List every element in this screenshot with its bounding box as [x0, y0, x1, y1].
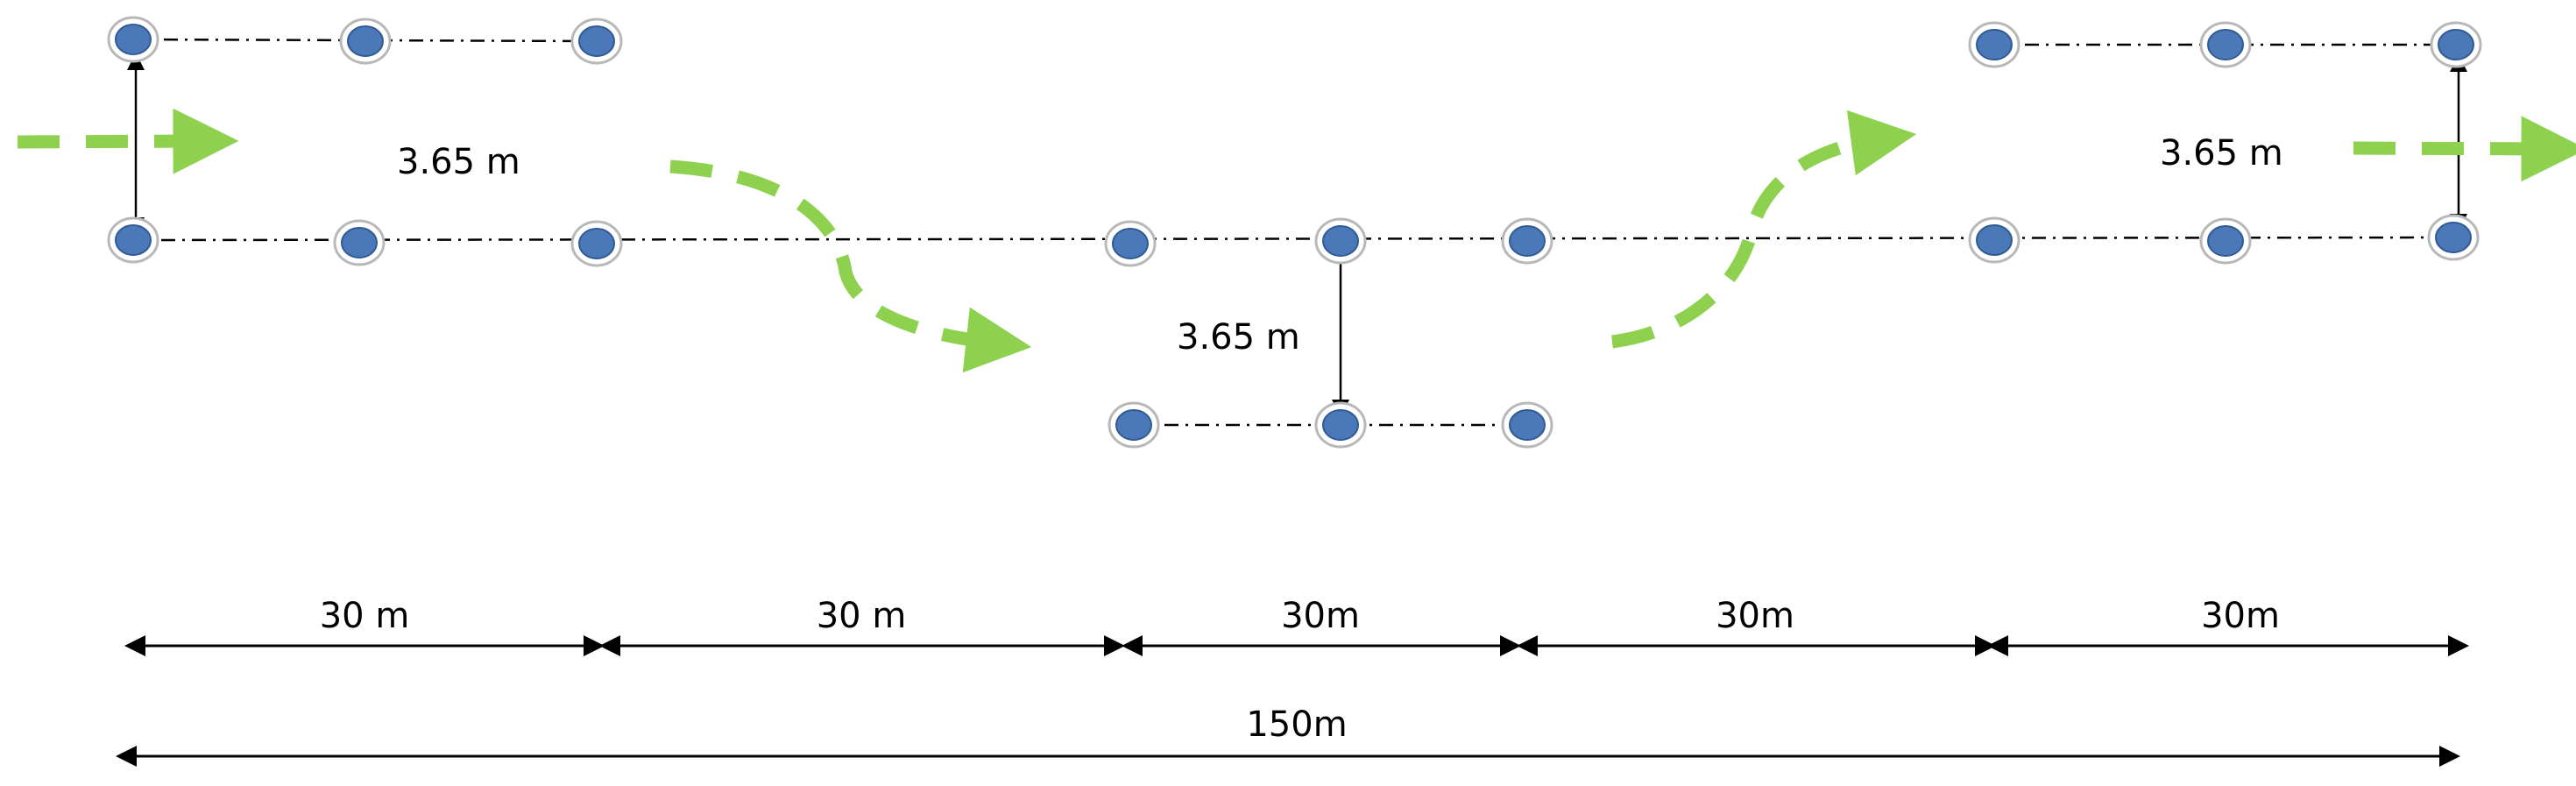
segment-label-5: 30m — [2201, 596, 2280, 636]
marker-cone — [1314, 401, 1367, 449]
marker-cone — [1108, 401, 1160, 449]
marker-dot — [347, 25, 384, 57]
marker-cone — [2427, 214, 2480, 261]
segment-label-1: 30 m — [320, 596, 410, 636]
marker-cone — [1501, 401, 1553, 449]
marker-cone — [570, 18, 623, 65]
marker-cone — [1501, 217, 1553, 265]
marker-dot — [1976, 224, 2013, 256]
marker-dot — [341, 227, 378, 258]
marker-cone — [107, 16, 159, 63]
lane-centerlines — [130, 38, 2456, 427]
total-length-label: 150m — [1246, 705, 1347, 745]
marker-dot — [1112, 228, 1149, 259]
marker-cone — [2199, 217, 2252, 265]
path-entry-arrow — [17, 108, 239, 174]
labels: 3.65 m 3.65 m 3.65 m 30 m 30 m 30m 30m 3… — [320, 133, 2283, 745]
marker-cone — [107, 216, 159, 264]
marker-cone — [2430, 21, 2482, 68]
marker-dot — [1509, 225, 1546, 257]
marker-dot — [1322, 409, 1359, 441]
segment-label-4: 30m — [1716, 596, 1794, 636]
offset-label-center: 3.65 m — [1177, 317, 1300, 358]
marker-dot — [1115, 409, 1152, 441]
marker-dot — [1509, 409, 1546, 441]
marker-cone — [339, 18, 392, 65]
path-lane-change-up — [1611, 110, 1917, 349]
marker-cone — [1314, 217, 1367, 265]
marker-dot — [2438, 29, 2474, 60]
offset-label-left: 3.65 m — [397, 142, 520, 182]
marker-cone — [1104, 220, 1157, 267]
marker-cone — [1968, 21, 2020, 68]
marker-cone — [570, 220, 623, 267]
vehicle-path — [17, 108, 2576, 373]
marker-cone — [333, 219, 386, 266]
marker-cone — [2199, 21, 2252, 68]
segment-label-2: 30 m — [817, 596, 907, 636]
marker-dot — [115, 24, 152, 55]
marker-dot — [2207, 29, 2244, 60]
offset-label-right: 3.65 m — [2160, 133, 2283, 173]
segment-label-3: 30m — [1281, 596, 1360, 636]
centerline-main — [130, 236, 2454, 242]
path-lane-change-down — [669, 159, 1032, 373]
dimension-arrows — [116, 635, 2469, 767]
marker-dot — [578, 228, 615, 259]
marker-dot — [1976, 29, 2013, 60]
marker-dot — [578, 25, 615, 57]
marker-dot — [2207, 225, 2244, 257]
marker-cone — [1968, 216, 2020, 264]
path-exit-arrow — [2353, 116, 2576, 182]
marker-dot — [1322, 225, 1359, 257]
marker-dot — [2435, 222, 2472, 253]
marker-dot — [115, 224, 152, 256]
markers — [107, 16, 2482, 449]
